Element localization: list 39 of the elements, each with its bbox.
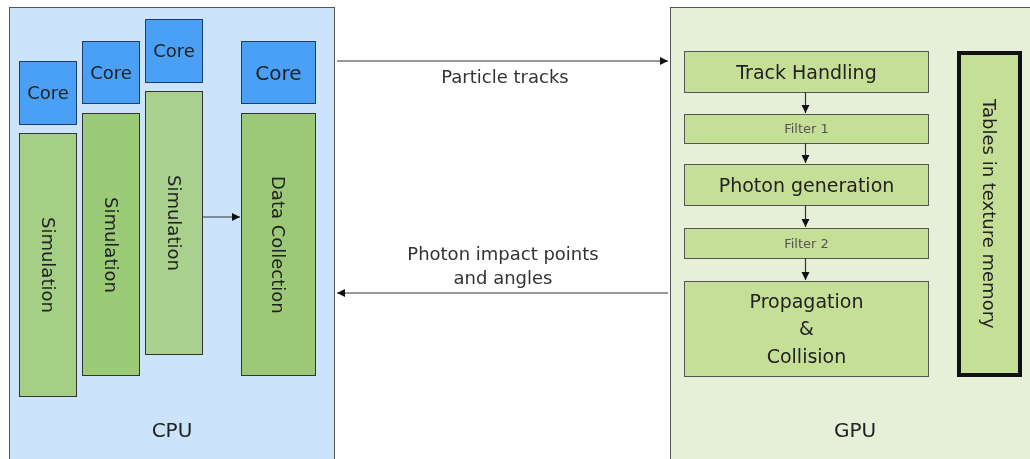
node-label: Filter 2: [784, 235, 829, 252]
node-label: Track Handling: [736, 60, 877, 84]
container-panel: [9, 7, 335, 459]
container-panel: [670, 7, 1030, 459]
node-label: Core: [153, 40, 195, 62]
node-label: Simulation: [163, 175, 185, 271]
process-box: [241, 113, 316, 376]
memory-box: [957, 51, 1022, 377]
node-label: Data Collection: [267, 175, 290, 314]
core-box: [241, 41, 316, 104]
process-box: [19, 133, 77, 397]
process-box: [684, 51, 929, 93]
node-label: Core: [255, 60, 302, 85]
process-box: [684, 114, 929, 144]
process-box: [684, 281, 929, 377]
arrow: [801, 142, 810, 164]
node-label: GPU: [833, 418, 877, 442]
node-label: Simulation: [100, 196, 122, 293]
node-label: Filter 1: [784, 121, 829, 137]
node-label: Simulation: [37, 217, 59, 313]
node-label: Photon generation: [718, 173, 895, 197]
arrow: [801, 204, 810, 228]
process-box: [684, 164, 929, 206]
arrow: [801, 257, 810, 281]
arrow: [201, 212, 241, 222]
process-box: [684, 228, 929, 259]
node-label: Propagation & Collision: [748, 288, 865, 369]
arrow: [801, 91, 810, 114]
arrow: [336, 56, 669, 66]
node-label: Core: [27, 82, 69, 104]
node-label: Core: [90, 61, 132, 84]
process-box: [145, 91, 203, 355]
core-box: [82, 41, 140, 104]
node-label: CPU: [151, 418, 193, 442]
process-box: [82, 113, 140, 376]
node-label: Tables in texture memory: [978, 99, 1001, 329]
core-box: [19, 61, 77, 125]
arrow: [336, 288, 669, 298]
core-box: [145, 19, 203, 83]
